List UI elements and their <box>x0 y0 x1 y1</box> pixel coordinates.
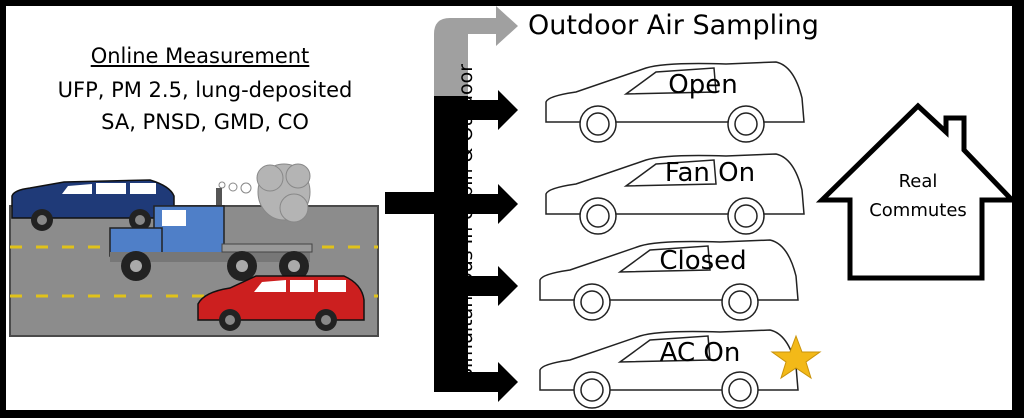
flow-arrows <box>385 6 518 402</box>
measurement-line-1: UFP, PM 2.5, lung-deposited <box>57 78 353 102</box>
exhaust-smoke <box>218 163 311 223</box>
simultaneous-sampling-label: Simultaneous In-cabin & Outdoor <box>455 63 477 380</box>
condition-open-label: Open <box>668 70 738 100</box>
frame-right <box>1012 0 1024 418</box>
car-outlines <box>539 61 805 409</box>
car-open <box>545 61 805 143</box>
condition-closed-label: Closed <box>659 246 747 276</box>
car-fan-on <box>545 153 805 235</box>
car-closed <box>539 239 799 321</box>
arrow-fan-on <box>468 184 518 224</box>
condition-fan-on-label: Fan On <box>664 158 756 188</box>
star-icon <box>770 334 822 380</box>
condition-ac-on-label: AC On <box>659 338 741 368</box>
main-arrow-shaft <box>385 192 435 214</box>
arrow-closed <box>468 266 518 306</box>
measurement-line-2: SA, PNSD, GMD, CO <box>101 110 309 134</box>
arrow-open <box>468 90 518 130</box>
frame-left <box>0 0 6 418</box>
house-label-line-1: Real <box>898 171 938 192</box>
blue-car <box>11 179 175 231</box>
house-label-line-2: Commutes <box>869 200 967 221</box>
measurement-title: Online Measurement <box>90 44 310 68</box>
arrow-ac-on <box>468 362 518 402</box>
frame-bottom <box>0 410 1024 418</box>
red-car <box>197 275 365 331</box>
road-scene <box>9 163 379 337</box>
gray-arrow <box>434 6 518 96</box>
outdoor-air-sampling-label: Outdoor Air Sampling <box>528 10 819 41</box>
house-icon <box>815 102 1018 281</box>
frame-top <box>0 0 1024 6</box>
semi-truck <box>109 188 313 281</box>
